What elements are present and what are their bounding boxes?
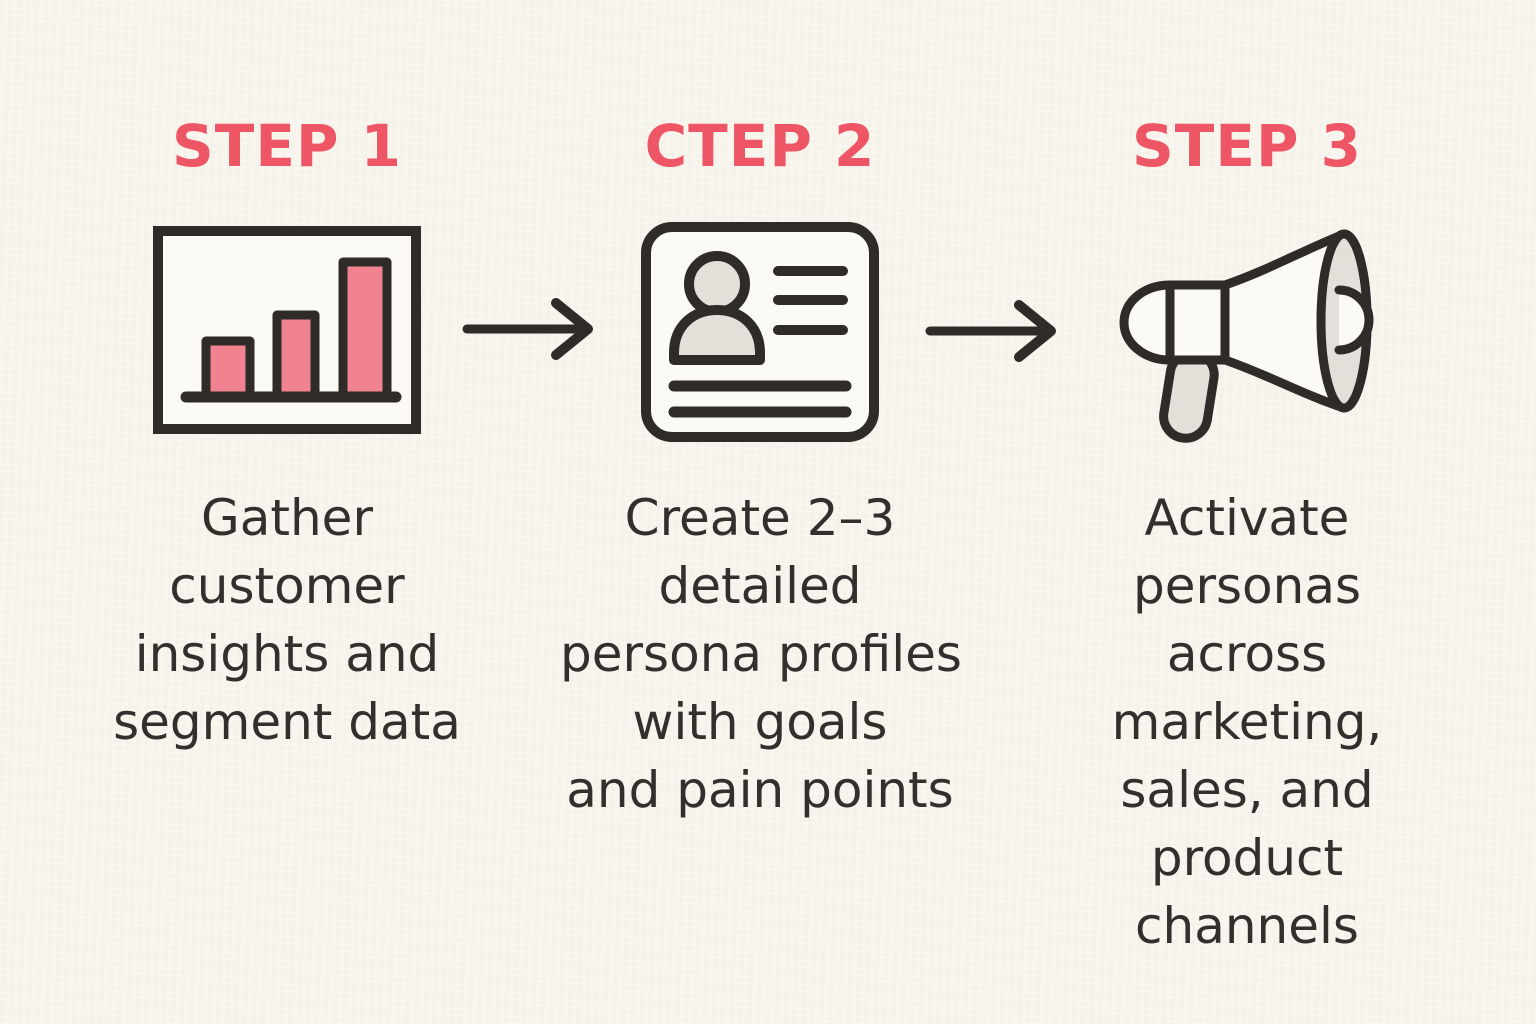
megaphone-icon — [1119, 229, 1374, 443]
text-line: Gather — [201, 489, 373, 547]
bar-chart-icon — [153, 226, 421, 434]
text-line: detailed — [658, 557, 862, 615]
step-1-icon-wrap — [87, 226, 487, 434]
text-line: channels — [1135, 897, 1359, 955]
step-1-title: STEP 1 — [171, 112, 402, 180]
text-line: Activate — [1144, 489, 1350, 547]
text-line: with goals — [632, 693, 888, 751]
persona-card-icon — [641, 222, 879, 442]
text-line: and pain points — [566, 761, 954, 819]
text-line: segment data — [113, 693, 461, 751]
step-2-description: Create 2–3 detailed persona profiles wit… — [560, 484, 962, 824]
right-arrow-icon — [461, 297, 601, 361]
step-3-description: Activate personas across marketing, sale… — [1047, 484, 1447, 960]
step-2-title: CTEP 2 — [644, 112, 876, 180]
step-1-column: STEP 1 Gather customer insights and segm… — [87, 0, 487, 1024]
right-arrow-icon — [924, 299, 1064, 363]
text-line: Create 2–3 — [624, 489, 896, 547]
step-2-icon-wrap — [560, 222, 960, 442]
text-line: insights and — [134, 625, 440, 683]
text-line: customer — [169, 557, 405, 615]
step-3-icon-wrap — [1047, 227, 1447, 445]
text-line: persona profiles — [560, 625, 962, 683]
step-3-column: STEP 3 Activate personas across marketin… — [1047, 0, 1447, 1024]
step-2-column: CTEP 2 Create 2–3 detailed persona profi… — [560, 0, 962, 1024]
text-line: marketing, — [1111, 693, 1383, 751]
text-line: product — [1150, 829, 1344, 887]
step-3-title: STEP 3 — [1131, 112, 1362, 180]
text-line: sales, and — [1120, 761, 1374, 819]
text-line: across — [1166, 625, 1328, 683]
text-line: personas — [1132, 557, 1362, 615]
step-1-description: Gather customer insights and segment dat… — [87, 484, 487, 756]
